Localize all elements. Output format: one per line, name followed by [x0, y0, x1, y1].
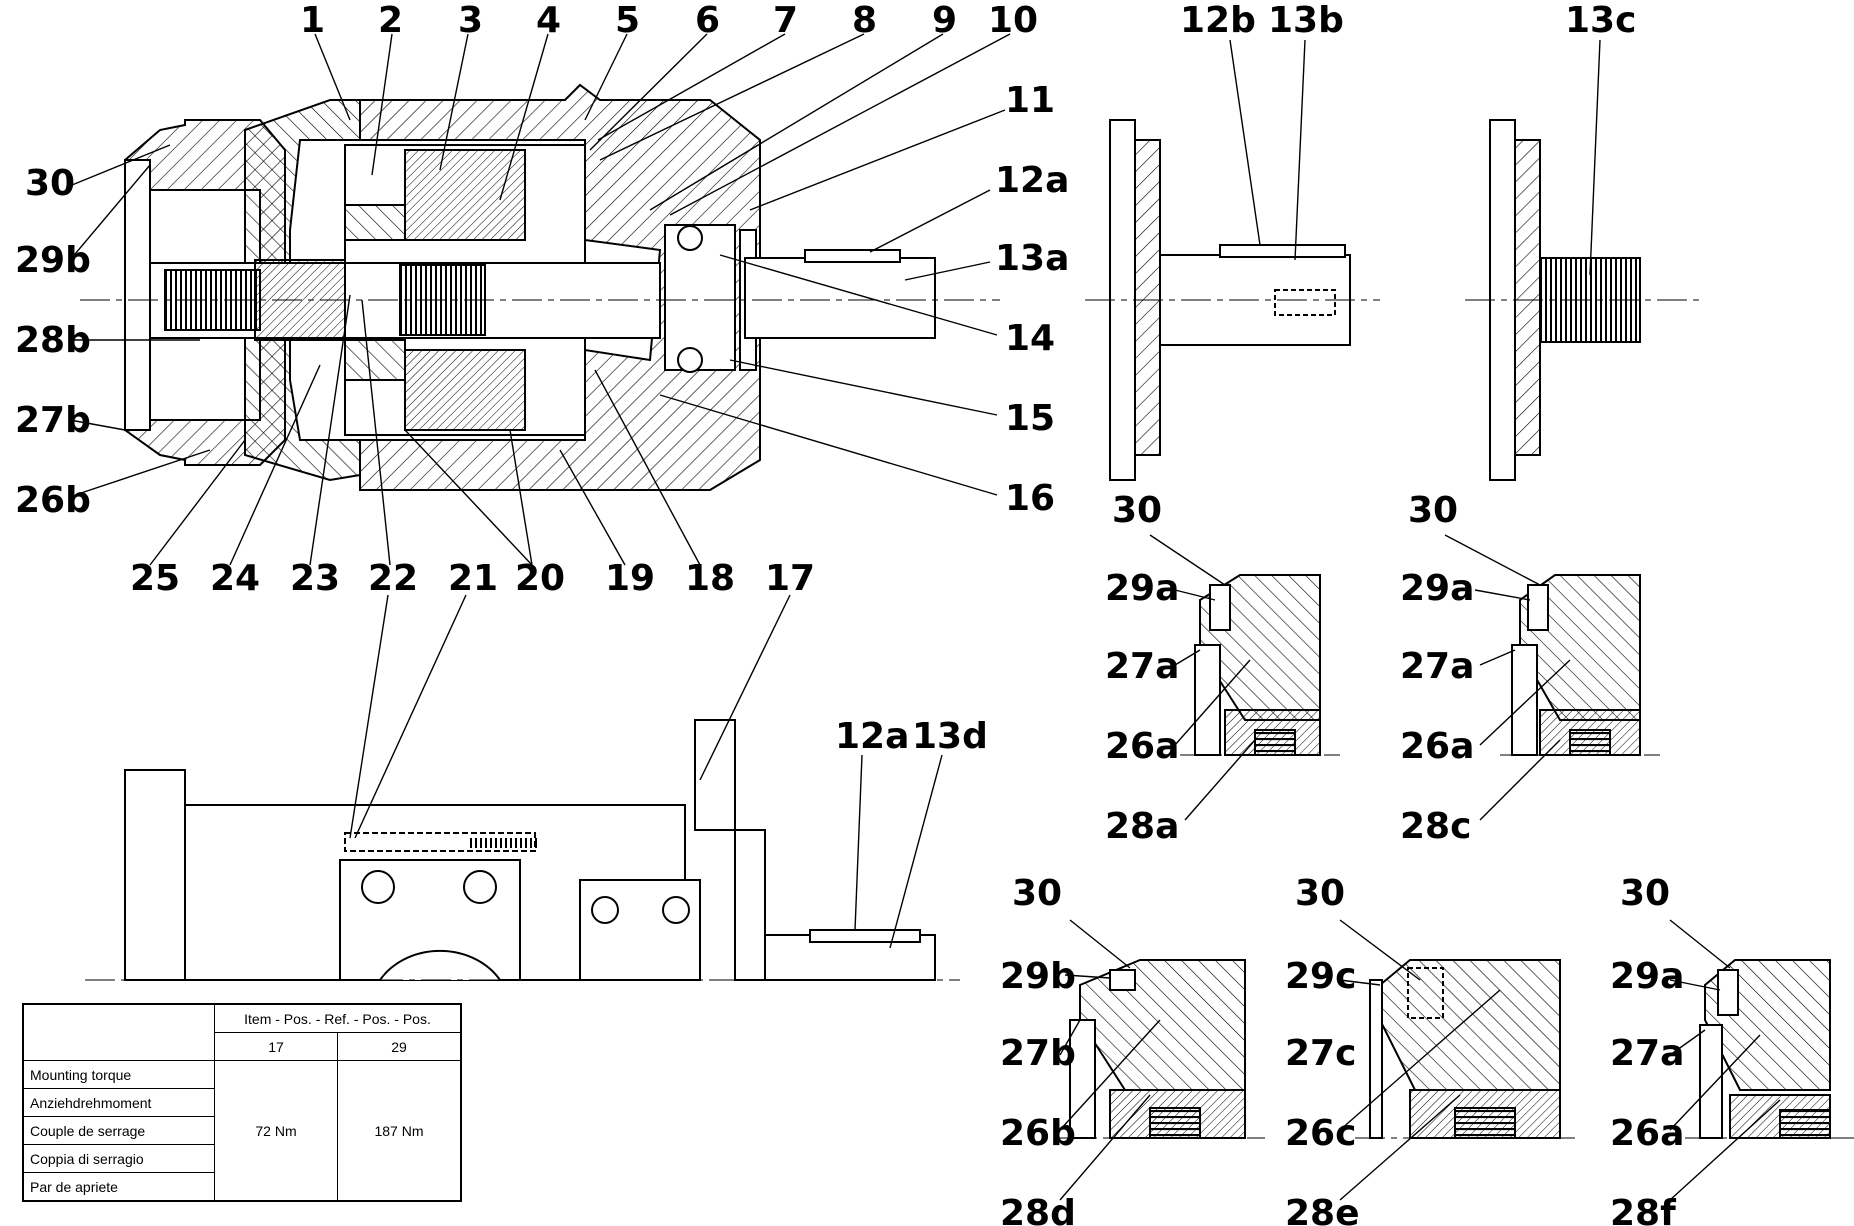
- callout-27b: 27b: [15, 400, 91, 441]
- callout-e-29c: 29c: [1285, 956, 1356, 997]
- detail-view-f: [1685, 959, 1854, 1139]
- callout-a-26a: 26a: [1105, 726, 1179, 767]
- callout-12b: 12b: [1180, 0, 1256, 41]
- callout-15: 15: [1005, 398, 1055, 439]
- callout-17: 17: [765, 558, 815, 599]
- callout-e-26c: 26c: [1285, 1113, 1356, 1154]
- callout-12a-side: 12a: [835, 716, 909, 757]
- callout-a-29a: 29a: [1105, 568, 1179, 609]
- callout-f-30: 30: [1620, 873, 1670, 914]
- callout-19: 19: [605, 558, 655, 599]
- callout-28b: 28b: [15, 320, 91, 361]
- callout-e-30: 30: [1295, 873, 1345, 914]
- table-col-29: 29: [337, 1032, 462, 1061]
- callout-23: 23: [290, 558, 340, 599]
- callout-c-30: 30: [1408, 490, 1458, 531]
- callout-c-27a: 27a: [1400, 646, 1474, 687]
- callout-a-28a: 28a: [1105, 806, 1179, 847]
- table-row-label: Coppia di serragio: [22, 1144, 215, 1173]
- callout-30: 30: [25, 163, 75, 204]
- callout-f-27a: 27a: [1610, 1033, 1684, 1074]
- table-value-29: 187 Nm: [337, 1060, 462, 1202]
- callout-6: 6: [695, 0, 720, 41]
- callout-7: 7: [773, 0, 798, 41]
- callout-c-28c: 28c: [1400, 806, 1471, 847]
- callout-13d: 13d: [912, 716, 988, 757]
- callout-8: 8: [852, 0, 877, 41]
- inner-ring-lower: [344, 339, 406, 381]
- main-section: [80, 83, 1000, 491]
- callout-1: 1: [300, 0, 325, 41]
- callout-a-27a: 27a: [1105, 646, 1179, 687]
- callout-20: 20: [515, 558, 565, 599]
- callout-24: 24: [210, 558, 260, 599]
- callout-13b: 13b: [1268, 0, 1344, 41]
- callout-2: 2: [378, 0, 403, 41]
- table-row-label: Anziehdrehmoment: [22, 1088, 215, 1117]
- callout-d-27b: 27b: [1000, 1033, 1076, 1074]
- bearing: [664, 224, 736, 371]
- callout-16: 16: [1005, 478, 1055, 519]
- detail-view-a: [1180, 574, 1340, 756]
- detail-view-d: [1055, 959, 1265, 1139]
- callout-26b: 26b: [15, 480, 91, 521]
- callout-d-30: 30: [1012, 873, 1062, 914]
- callout-f-28f: 28f: [1610, 1193, 1676, 1226]
- callout-22: 22: [368, 558, 418, 599]
- gear-lower: [404, 349, 526, 431]
- callout-25: 25: [130, 558, 180, 599]
- callout-labels: 1 2 3 4 5 6 7 8 9 10 11 12a 13a 14 15 16…: [15, 0, 1684, 1226]
- callout-d-28d: 28d: [1000, 1193, 1076, 1226]
- callout-e-27c: 27c: [1285, 1033, 1356, 1074]
- callout-4: 4: [536, 0, 561, 41]
- table-row-label: Par de apriete: [22, 1172, 215, 1202]
- shaft-variant-b: [1085, 119, 1380, 481]
- callout-11: 11: [1005, 80, 1055, 121]
- callout-14: 14: [1005, 318, 1055, 359]
- detail-view-e: [1355, 959, 1575, 1139]
- side-view: [85, 719, 960, 981]
- callout-c-29a: 29a: [1400, 568, 1474, 609]
- callout-12a: 12a: [995, 160, 1069, 201]
- inner-ring-upper: [344, 204, 406, 241]
- bearing-ball-lower: [677, 347, 703, 373]
- callout-29b: 29b: [15, 240, 91, 281]
- callout-d-26b: 26b: [1000, 1113, 1076, 1154]
- callout-13a: 13a: [995, 238, 1069, 279]
- torque-table: Item - Pos. - Ref. - Pos. - Pos. 17 29 M…: [22, 1003, 462, 1202]
- table-value-17: 72 Nm: [214, 1060, 338, 1202]
- bearing-ball-upper: [677, 225, 703, 251]
- callout-21: 21: [448, 558, 498, 599]
- callout-3: 3: [458, 0, 483, 41]
- callout-10: 10: [988, 0, 1038, 41]
- callout-c-26a: 26a: [1400, 726, 1474, 767]
- table-row-label: Mounting torque: [22, 1060, 215, 1089]
- gear-upper: [404, 149, 526, 241]
- callout-a-30: 30: [1112, 490, 1162, 531]
- callout-d-29b: 29b: [1000, 956, 1076, 997]
- table-corner: [22, 1003, 215, 1061]
- leader-lines: [69, 33, 1781, 1201]
- shaft-variant-c: [1465, 119, 1700, 481]
- callout-e-28e: 28e: [1285, 1193, 1360, 1226]
- callout-18: 18: [685, 558, 735, 599]
- shaft-key: [804, 249, 901, 263]
- rear-plate: [124, 159, 151, 431]
- detail-view-c: [1500, 574, 1660, 756]
- callout-5: 5: [615, 0, 640, 41]
- callout-9: 9: [932, 0, 957, 41]
- table-col-17: 17: [214, 1032, 338, 1061]
- table-row-label: Couple de serrage: [22, 1116, 215, 1145]
- table-header: Item - Pos. - Ref. - Pos. - Pos.: [214, 1003, 462, 1033]
- callout-13c: 13c: [1565, 0, 1636, 41]
- callout-f-26a: 26a: [1610, 1113, 1684, 1154]
- callout-f-29a: 29a: [1610, 956, 1684, 997]
